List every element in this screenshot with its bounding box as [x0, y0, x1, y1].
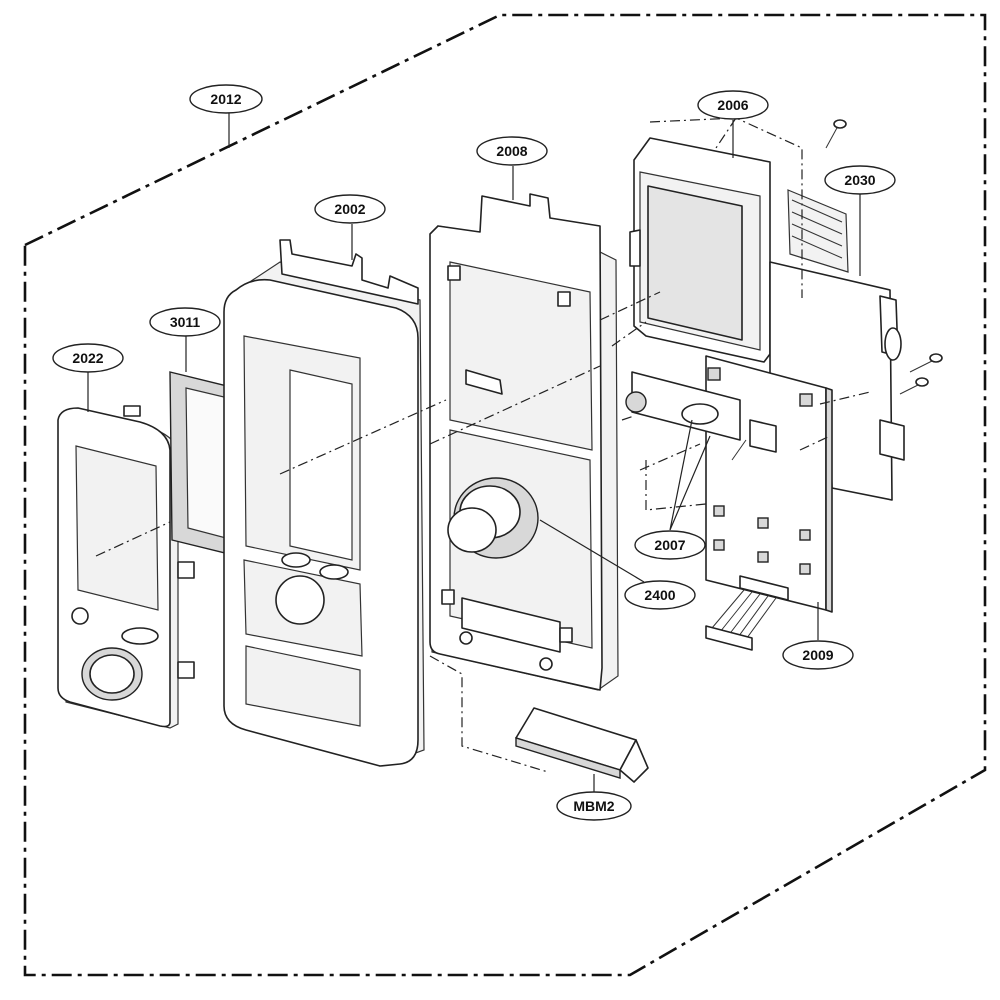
callout-2002: 2002	[314, 194, 386, 224]
part-2008-inner-chassis	[429, 193, 619, 691]
callout-mbm2: MBM2	[556, 791, 632, 821]
svg-text:MBM2: MBM2	[573, 798, 614, 814]
svg-text:2002: 2002	[334, 201, 365, 217]
callout-2030: 2030	[824, 165, 896, 195]
svg-text:2006: 2006	[717, 97, 748, 113]
part-2006-lcd-display	[629, 137, 771, 363]
part-mbm2-bracket	[515, 707, 649, 783]
svg-text:2400: 2400	[644, 587, 675, 603]
callout-2400: 2400	[624, 580, 696, 610]
callout-2009: 2009	[782, 640, 854, 670]
svg-text:3011: 3011	[170, 314, 201, 330]
svg-text:2022: 2022	[72, 350, 103, 366]
part-2002-front-frame	[223, 239, 425, 767]
svg-text:2009: 2009	[802, 647, 833, 663]
callout-2022: 2022	[52, 343, 124, 373]
screws	[825, 119, 943, 395]
callout-2012: 2012	[189, 84, 263, 114]
callout-2006: 2006	[697, 90, 769, 120]
svg-text:2008: 2008	[496, 143, 527, 159]
part-2007-encoder	[625, 371, 777, 461]
callout-2007: 2007	[634, 530, 706, 560]
assembly-boundary	[23, 13, 987, 977]
leader-lines	[87, 112, 861, 792]
callout-3011: 3011	[149, 307, 221, 337]
svg-text:2007: 2007	[654, 537, 685, 553]
svg-text:2030: 2030	[844, 172, 875, 188]
callout-2008: 2008	[476, 136, 548, 166]
svg-text:2012: 2012	[210, 91, 241, 107]
